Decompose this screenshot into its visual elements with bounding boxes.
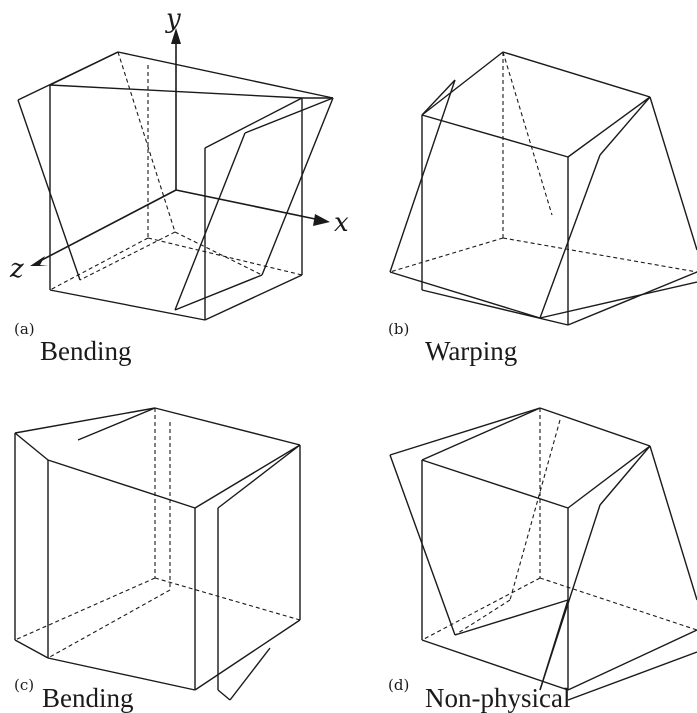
cube-b-front-top-edge xyxy=(421,114,569,158)
cube-d-skew-top-right xyxy=(599,445,651,506)
cube-b-top-right-edge xyxy=(567,96,651,158)
x-axis-label: x xyxy=(334,208,349,238)
cube-b-warp-top-left xyxy=(421,79,456,116)
cube-d-skew-top-left xyxy=(389,407,541,456)
panel-a-cube xyxy=(17,51,334,321)
panel-b-caption: Warping xyxy=(425,336,518,366)
cube-d-hidden-curve-upper xyxy=(509,419,561,601)
cube-b-top-left-edge xyxy=(421,51,504,116)
cube-d-skew-bottom-right xyxy=(567,651,697,701)
z-axis-arrowhead xyxy=(30,256,48,266)
cube-d-hidden-bottom-right xyxy=(539,577,697,631)
panel-c-cube xyxy=(14,407,301,701)
cube-d-hidden-bottom-left xyxy=(421,577,541,641)
cube-a-bent-left-front xyxy=(17,99,81,281)
cube-c-front-bottom-edge xyxy=(47,657,196,691)
cube-b-warp-bottom xyxy=(389,271,541,319)
panel-b-cube xyxy=(389,51,697,326)
cube-d-back-top-edge xyxy=(539,407,651,447)
cube-d-top-right-edge xyxy=(567,445,651,509)
cube-d-hidden-curve-lower xyxy=(454,599,511,636)
cube-a-bent-left-top xyxy=(17,51,119,101)
cube-b-right-bottom-edge xyxy=(567,271,697,326)
cube-c-hidden-bottom-left xyxy=(14,577,156,641)
cube-b-warp-left xyxy=(389,79,456,273)
cube-a-hidden-bent-bottom xyxy=(79,231,176,281)
cube-a-bent-right-bottom xyxy=(174,274,263,311)
cube-d-top-left-edge xyxy=(421,407,541,461)
y-axis-arrowhead xyxy=(171,28,181,44)
x-axis-line xyxy=(175,189,321,221)
cube-d-skew-left xyxy=(389,454,456,636)
cube-d-right-bottom-edge xyxy=(567,629,697,691)
cube-b-warp-front-right xyxy=(539,154,601,319)
cube-c-top-right-edge xyxy=(194,444,301,509)
panel-c-caption: Bending xyxy=(42,683,134,713)
cube-c-bent-bottom-corner xyxy=(217,689,231,701)
cube-a-right-bottom-edge xyxy=(204,274,303,321)
cube-c-bent-bottom-right xyxy=(229,647,271,701)
panel-b-letter: (b) xyxy=(388,320,410,338)
cube-a-front-bottom-edge xyxy=(49,289,206,321)
cube-c-bottom-left-join xyxy=(14,639,49,659)
cube-c-bent-top-left xyxy=(77,407,156,441)
cube-c-hidden-bottom-right xyxy=(154,577,301,621)
cube-a-bent-right-back xyxy=(261,97,334,276)
cube-a-hidden-bottom-right xyxy=(147,237,303,276)
cube-a-back-top-edge xyxy=(117,51,334,99)
panel-c-letter: (c) xyxy=(14,676,35,694)
cube-a-hidden-bottom-left xyxy=(49,237,149,291)
cube-b-front-bottom-edge xyxy=(421,289,569,326)
cube-a-bent-right-front xyxy=(174,132,246,311)
cube-c-front-top-edge xyxy=(47,459,196,509)
cube-a-hidden-bent-right xyxy=(174,231,263,276)
cube-c-top-left-inner xyxy=(14,432,49,461)
cube-a-hidden-bent-left xyxy=(117,51,176,233)
cube-c-right-bottom-edge xyxy=(194,619,301,691)
cube-c-top-left-edge xyxy=(14,407,156,434)
cube-b-warp-top-right xyxy=(599,96,651,156)
cube-a-right-top-edge xyxy=(204,97,303,149)
cube-a-bent-right-top xyxy=(244,97,334,134)
cube-b-hidden-bottom-right xyxy=(502,237,697,273)
cube-b-warp-bottom-right xyxy=(539,281,697,319)
cube-d-skew-front-right-upper xyxy=(539,504,601,691)
panel-d-letter: (d) xyxy=(388,676,410,694)
panel-a-caption: Bending xyxy=(40,336,132,366)
cube-d-front-top-edge xyxy=(421,459,569,509)
x-axis-arrowhead xyxy=(313,214,330,226)
cube-d-skew-back-right xyxy=(649,445,697,601)
panel-d-cube xyxy=(389,407,697,701)
z-axis-label: z xyxy=(10,254,24,284)
cube-d-skew-bottom xyxy=(454,599,569,636)
cube-d-front-bottom-edge xyxy=(421,639,569,691)
cube-c-back-top-edge xyxy=(154,407,301,446)
panel-a-letter: (a) xyxy=(14,320,35,338)
axis-triad xyxy=(30,28,330,266)
z-axis-line xyxy=(37,189,177,263)
y-axis-label: y xyxy=(166,4,181,34)
panel-d-caption: Non-physical xyxy=(425,683,571,713)
cube-b-warp-back-right xyxy=(649,96,697,251)
cube-b-hidden-warp xyxy=(502,51,553,216)
cube-c-hidden-bent-left xyxy=(47,589,171,659)
cube-c-bent-top-right xyxy=(217,444,301,509)
cube-b-back-top-edge xyxy=(502,51,651,98)
cube-b-hidden-bottom-left xyxy=(389,237,504,273)
